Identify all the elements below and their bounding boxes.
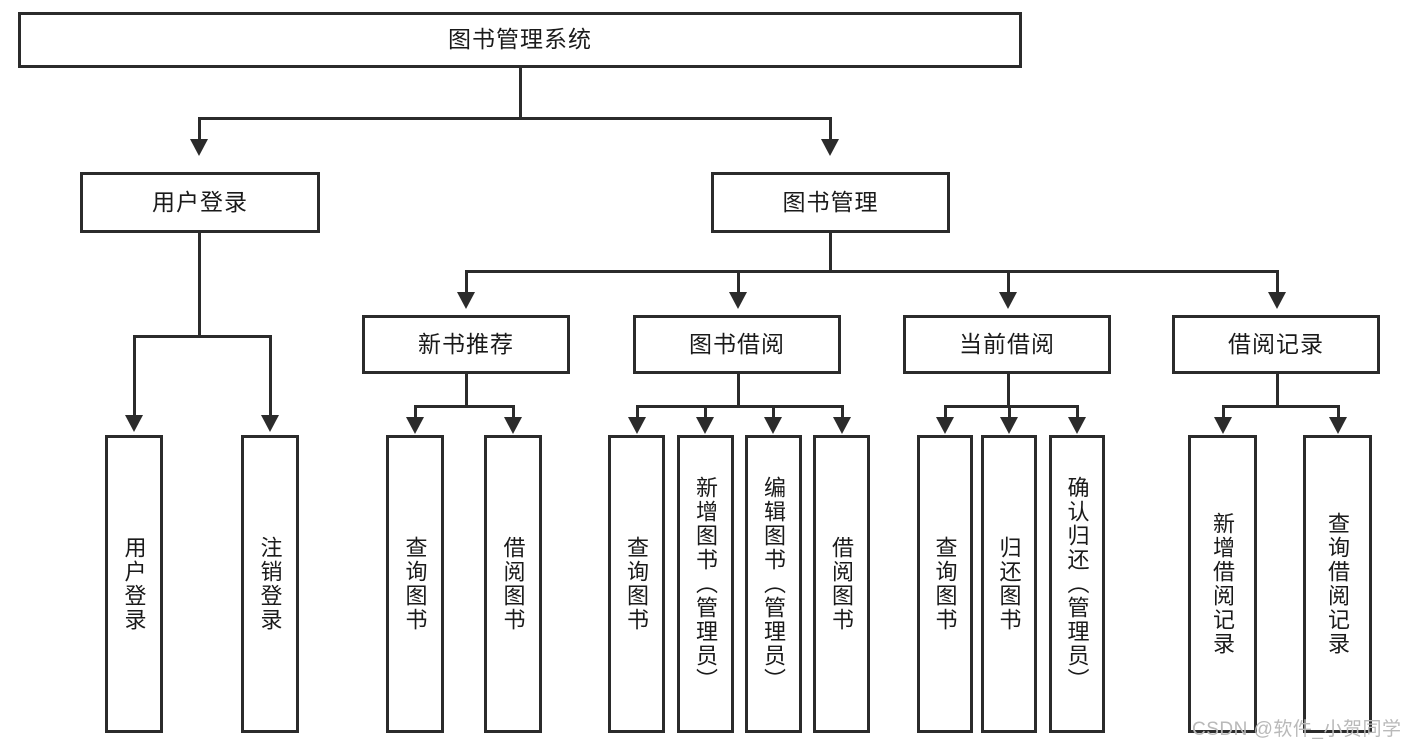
arrowhead-borrow-record-leaf-0	[1214, 417, 1232, 434]
leaf-book-borrow-1[interactable]: 新增图书（管理员）	[677, 435, 734, 733]
connector-book-borrow-to-leaf-2	[772, 405, 775, 418]
node-label: 归还图书	[996, 536, 1022, 632]
node-new-book-recommend[interactable]: 新书推荐	[362, 315, 570, 374]
arrowhead-bm-book-borrow	[729, 292, 747, 309]
leaf-current-borrow-2[interactable]: 确认归还（管理员）	[1049, 435, 1105, 733]
connector-root-bus	[198, 117, 831, 120]
arrowhead-bm-new-book	[457, 292, 475, 309]
connector-root-stem	[519, 68, 522, 117]
node-label: 图书借阅	[689, 330, 785, 357]
connector-book-borrow-bus	[636, 405, 844, 408]
leaf-user-login-0[interactable]: 用户登录	[105, 435, 163, 733]
arrowhead-borrow-record-leaf-1	[1329, 417, 1347, 434]
node-label: 注销登录	[257, 536, 283, 632]
node-label: 借阅图书	[500, 536, 526, 632]
node-label: 查询图书	[624, 536, 650, 632]
connector-new-book-stem	[465, 374, 468, 407]
node-book-management[interactable]: 图书管理	[711, 172, 950, 233]
arrowhead-current-borrow-leaf-1	[1000, 417, 1018, 434]
arrowhead-book-borrow-leaf-2	[764, 417, 782, 434]
node-label: 新增图书（管理员）	[693, 476, 719, 692]
node-book-borrow[interactable]: 图书借阅	[633, 315, 841, 374]
csdn-watermark: CSDN @软件_小贺同学	[1192, 719, 1402, 740]
connector-current-borrow-to-leaf-0	[944, 405, 947, 418]
leaf-current-borrow-0[interactable]: 查询图书	[917, 435, 973, 733]
node-user-login[interactable]: 用户登录	[80, 172, 320, 233]
connector-current-borrow-to-leaf-1	[1008, 405, 1011, 418]
connector-current-borrow-to-leaf-2	[1076, 405, 1079, 418]
arrowhead-user-login-leaf-1	[261, 415, 279, 432]
connector-borrow-record-stem	[1276, 374, 1279, 407]
connector-book-borrow-to-leaf-3	[841, 405, 844, 418]
connector-user-login-bus	[133, 335, 272, 338]
node-root-book-management-system[interactable]: 图书管理系统	[18, 12, 1022, 68]
arrowhead-root-to-book-management	[821, 139, 839, 156]
node-label: 当前借阅	[959, 330, 1055, 357]
connector-book-borrow-to-leaf-1	[704, 405, 707, 418]
connector-new-book-to-leaf-0	[414, 405, 417, 418]
node-current-borrow[interactable]: 当前借阅	[903, 315, 1111, 374]
arrowhead-current-borrow-leaf-2	[1068, 417, 1086, 434]
node-label: 图书管理系统	[448, 26, 592, 53]
connector-borrow-record-to-leaf-1	[1337, 405, 1340, 418]
node-label: 新书推荐	[418, 330, 514, 357]
connector-bm-to-borrow-record	[1276, 270, 1279, 292]
node-label: 新增借阅记录	[1210, 512, 1236, 656]
leaf-new-book-recommend-0[interactable]: 查询图书	[386, 435, 444, 733]
node-label: 用户登录	[152, 188, 248, 215]
connector-user-login-stem	[198, 233, 201, 335]
node-label: 图书管理	[782, 188, 879, 215]
arrowhead-new-book-leaf-1	[504, 417, 522, 434]
arrowhead-book-borrow-leaf-1	[696, 417, 714, 434]
leaf-current-borrow-1[interactable]: 归还图书	[981, 435, 1037, 733]
node-label: 查询图书	[932, 536, 958, 632]
leaf-new-book-recommend-1[interactable]: 借阅图书	[484, 435, 542, 733]
connector-book-borrow-stem	[737, 374, 740, 407]
leaf-user-login-1[interactable]: 注销登录	[241, 435, 299, 733]
connector-borrow-record-bus	[1222, 405, 1340, 408]
node-label: 确认归还（管理员）	[1064, 476, 1090, 692]
leaf-borrow-record-0[interactable]: 新增借阅记录	[1188, 435, 1257, 733]
connector-new-book-bus	[414, 405, 515, 408]
connector-root-to-book-management	[829, 117, 832, 139]
arrowhead-bm-borrow-record	[1268, 292, 1286, 309]
connector-new-book-to-leaf-1	[512, 405, 515, 418]
leaf-book-borrow-2[interactable]: 编辑图书（管理员）	[745, 435, 802, 733]
leaf-book-borrow-3[interactable]: 借阅图书	[813, 435, 870, 733]
arrowhead-user-login-leaf-0	[125, 415, 143, 432]
connector-book-management-bus	[465, 270, 1279, 273]
connector-user-login-to-leaf-1	[269, 335, 272, 415]
connector-root-to-user-login	[198, 117, 201, 139]
node-label: 借阅记录	[1228, 330, 1324, 357]
connector-current-borrow-bus	[944, 405, 1078, 408]
connector-current-borrow-stem	[1007, 374, 1010, 407]
node-label: 查询图书	[402, 536, 428, 632]
node-label: 查询借阅记录	[1325, 512, 1351, 656]
node-label: 用户登录	[121, 536, 147, 632]
connector-book-management-stem	[829, 233, 832, 271]
arrowhead-current-borrow-leaf-0	[936, 417, 954, 434]
connector-user-login-to-leaf-0	[133, 335, 136, 415]
connector-bm-to-new-book	[465, 270, 468, 292]
connector-borrow-record-to-leaf-0	[1222, 405, 1225, 418]
leaf-book-borrow-0[interactable]: 查询图书	[608, 435, 665, 733]
arrowhead-bm-current-borrow	[999, 292, 1017, 309]
arrowhead-book-borrow-leaf-0	[628, 417, 646, 434]
node-label: 编辑图书（管理员）	[761, 476, 787, 692]
arrowhead-new-book-leaf-0	[406, 417, 424, 434]
arrowhead-book-borrow-leaf-3	[833, 417, 851, 434]
node-label: 借阅图书	[829, 536, 855, 632]
arrowhead-root-to-user-login	[190, 139, 208, 156]
connector-bm-to-current-borrow	[1007, 270, 1010, 292]
connector-book-borrow-to-leaf-0	[636, 405, 639, 418]
node-borrow-record[interactable]: 借阅记录	[1172, 315, 1380, 374]
leaf-borrow-record-1[interactable]: 查询借阅记录	[1303, 435, 1372, 733]
connector-bm-to-book-borrow	[737, 270, 740, 292]
